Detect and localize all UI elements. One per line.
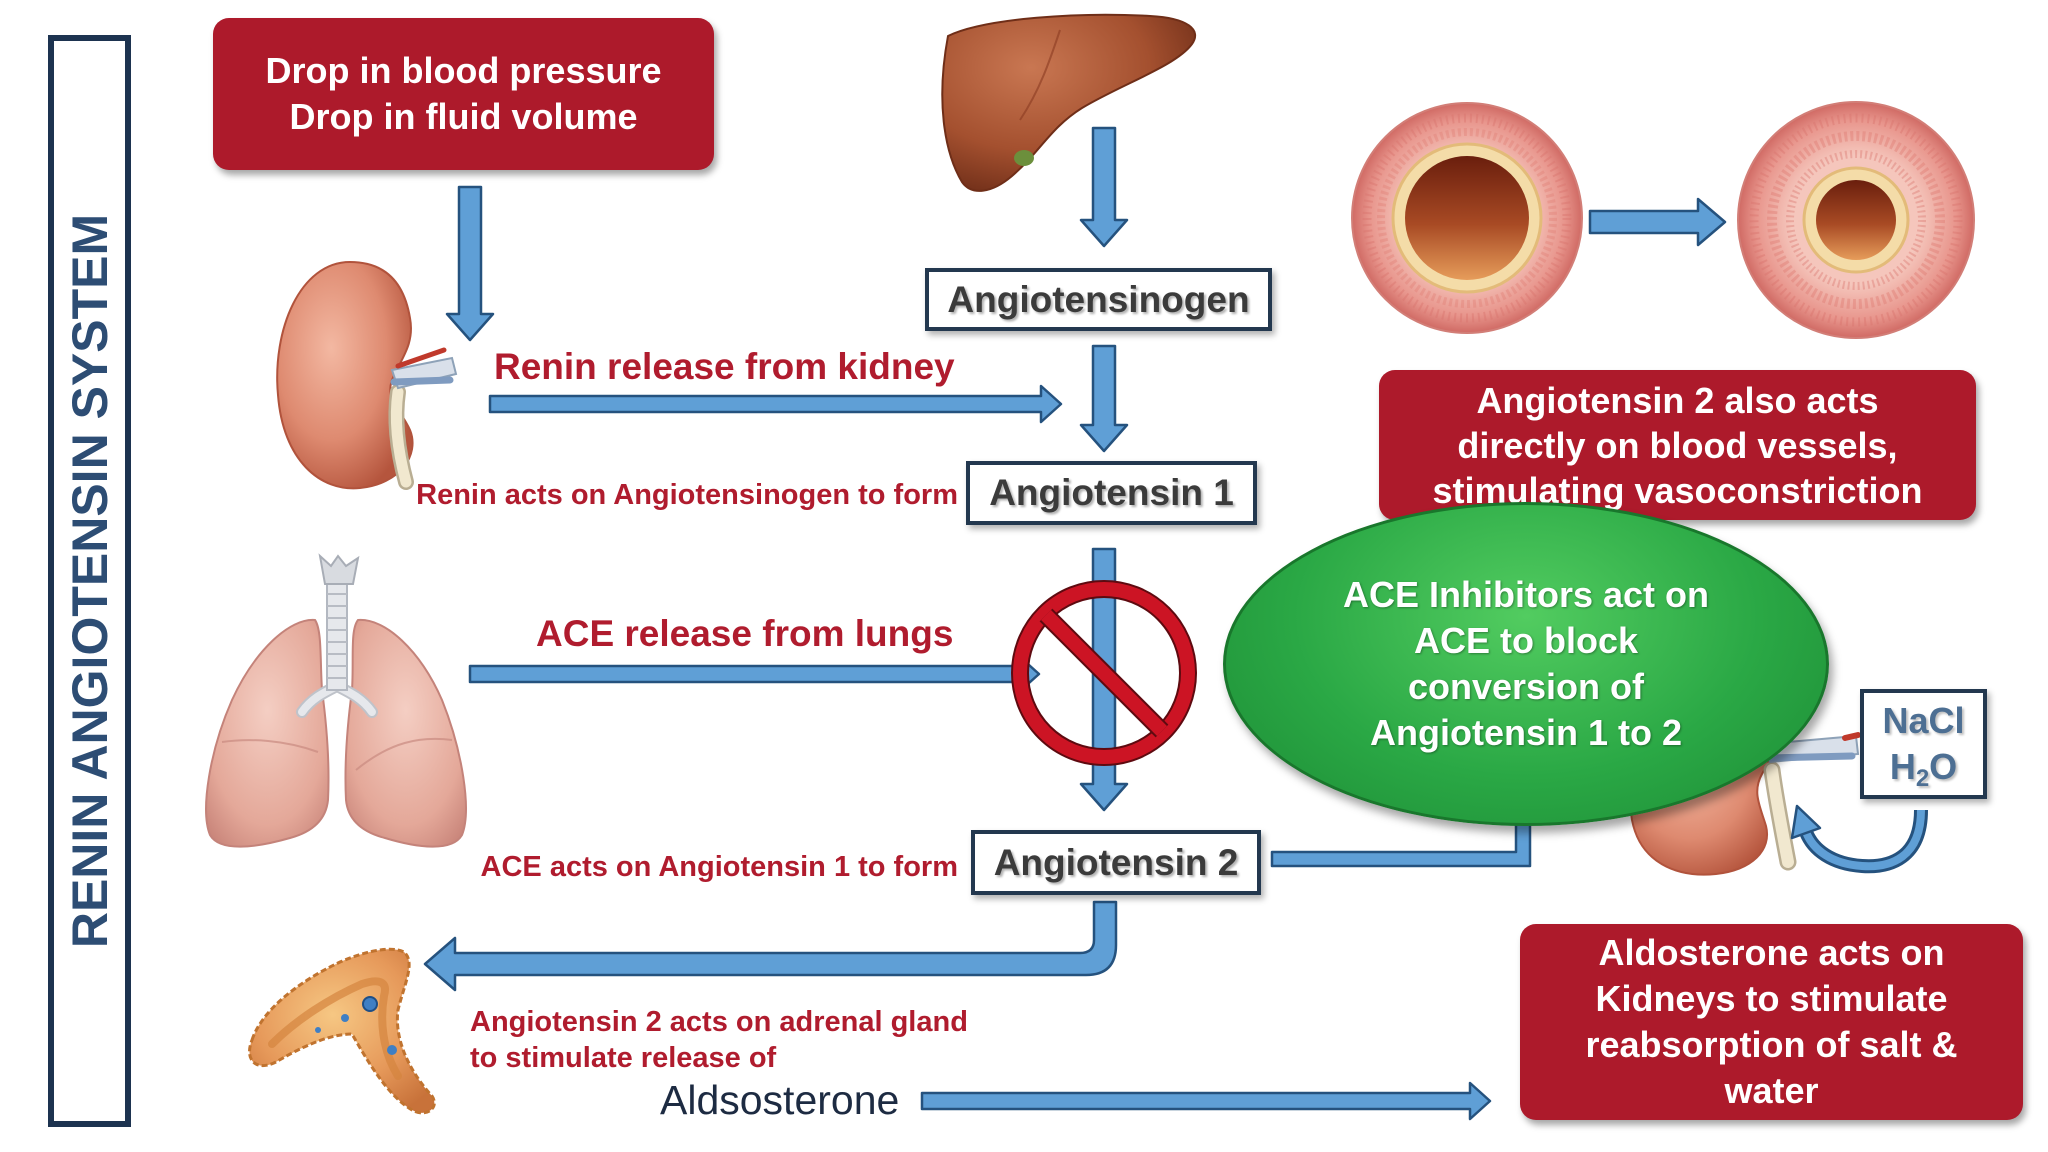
vasoconstriction-note: Angiotensin 2 also acts directly on bloo… xyxy=(1379,370,1976,520)
salt-water-box: NaCl H2O xyxy=(1860,689,1987,799)
aldosterone-note: Aldosterone acts on Kidneys to stimulate… xyxy=(1520,924,2023,1120)
vasoconstriction-line-1: Angiotensin 2 also acts xyxy=(1476,379,1879,421)
water-h: H xyxy=(1889,746,1916,787)
arrow-ace-release xyxy=(468,654,1041,694)
arrow-angiotensin-1-to-angiotensin-2 xyxy=(1079,547,1129,812)
arrow-liver-to-angiotensinogen xyxy=(1079,126,1129,248)
aldosterone-line-2: Kidneys to stimulate xyxy=(1595,978,1948,1019)
node-angiotensinogen: Angiotensinogen xyxy=(925,268,1272,331)
ace-inhibitor-line-2: ACE to block xyxy=(1413,620,1638,661)
trigger-note: Drop in blood pressure Drop in fluid vol… xyxy=(213,18,714,170)
arrow-angiotensinogen-to-angiotensin-1 xyxy=(1079,344,1129,453)
liver-icon xyxy=(941,13,1197,192)
arrow-angiotensin-2-to-adrenal xyxy=(423,900,1118,992)
water-label: H2O xyxy=(1889,744,1958,792)
aldosterone-line-1: Aldosterone acts on xyxy=(1598,932,1945,973)
label-ace-action: ACE acts on Angiotensin 1 to form xyxy=(480,851,958,883)
ace-inhibitor-line-4: Angiotensin 1 to 2 xyxy=(1369,712,1682,753)
salt-label: NaCl xyxy=(1882,700,1965,741)
label-adrenal-line-1: Angiotensin 2 acts on adrenal gland xyxy=(470,1006,968,1038)
arrow-vasoconstriction xyxy=(1588,197,1727,247)
lungs-icon xyxy=(205,553,467,848)
trigger-line-2: Drop in fluid volume xyxy=(289,96,638,137)
trigger-line-1: Drop in blood pressure xyxy=(265,50,662,91)
arrow-renin-release xyxy=(488,384,1063,424)
arrow-trigger-to-kidney xyxy=(445,185,495,342)
ace-inhibitor-note: ACE Inhibitors act on ACE to block conve… xyxy=(1223,502,1829,826)
label-ace-release: ACE release from lungs xyxy=(536,613,954,654)
label-renin-release: Renin release from kidney xyxy=(494,346,955,387)
arrow-aldosterone-to-kidney xyxy=(920,1081,1492,1121)
water-subscript: 2 xyxy=(1915,765,1930,792)
ace-inhibitor-line-3: conversion of xyxy=(1407,666,1645,707)
label-adrenal-action: Angiotensin 2 acts on adrenal gland to s… xyxy=(470,1004,968,1076)
connector-angiotensin-2-to-inhibitor xyxy=(1270,818,1532,868)
kidney-icon xyxy=(276,260,458,490)
blood-vessel-constricted-icon xyxy=(1737,101,1975,339)
node-angiotensin-2: Angiotensin 2 xyxy=(971,830,1261,895)
label-renin-action: Renin acts on Angiotensinogen to form xyxy=(416,479,958,511)
adrenal-gland-icon xyxy=(248,947,436,1115)
blood-vessel-normal-icon xyxy=(1351,102,1583,334)
label-adrenal-line-2: to stimulate release of xyxy=(470,1042,777,1074)
label-aldosterone: Aldsosterone xyxy=(660,1077,900,1123)
water-o: O xyxy=(1929,746,1958,787)
aldosterone-line-3: reabsorption of salt & xyxy=(1585,1024,1958,1065)
ace-inhibitor-line-1: ACE Inhibitors act on xyxy=(1342,574,1709,615)
diagram-title: RENIN ANGIOTENSIN SYSTEM xyxy=(61,213,118,949)
node-angiotensin-1: Angiotensin 1 xyxy=(966,461,1257,525)
title-frame: RENIN ANGIOTENSIN SYSTEM xyxy=(48,35,131,1127)
arrow-reabsorption-curve xyxy=(1790,804,1928,874)
aldosterone-line-4: water xyxy=(1724,1070,1819,1111)
vasoconstriction-line-2: directly on blood vessels, xyxy=(1457,424,1898,466)
